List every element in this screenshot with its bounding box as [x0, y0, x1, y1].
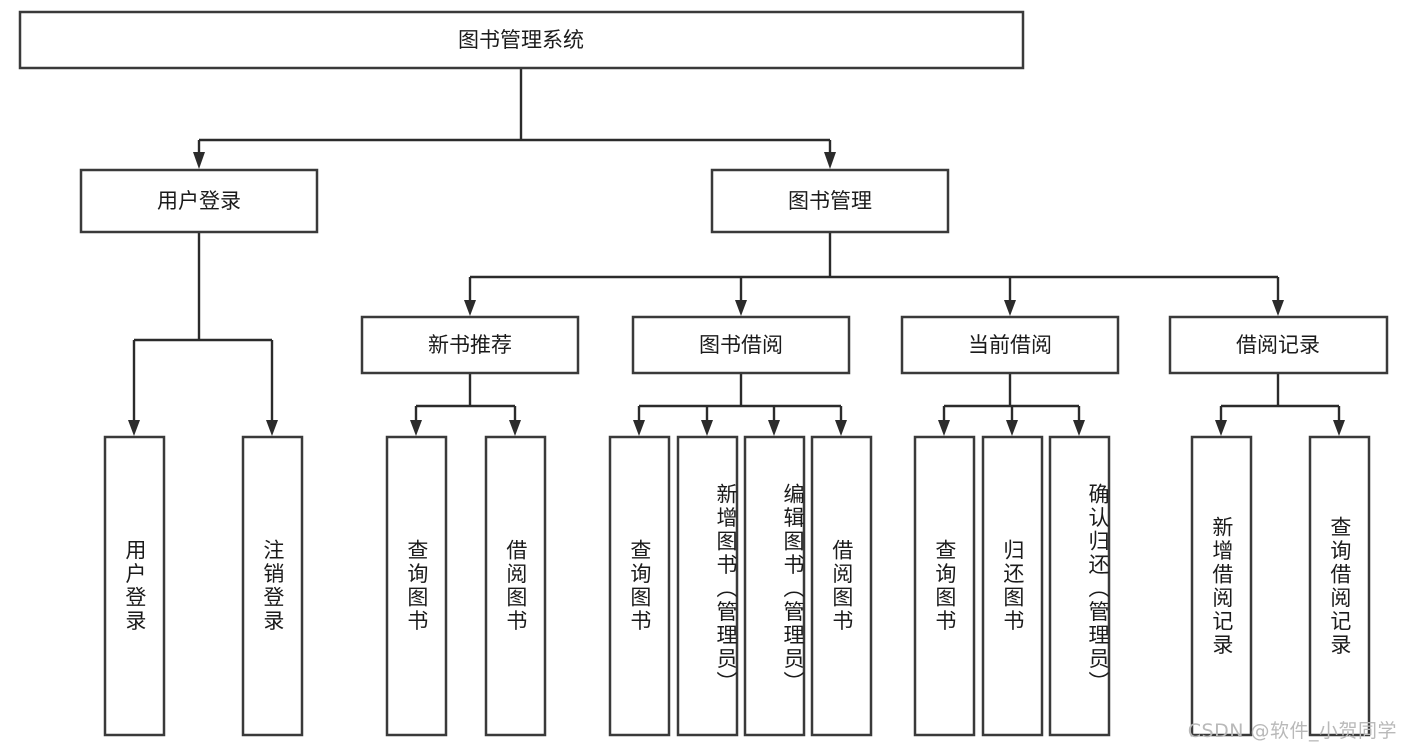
node-layer: 图书管理系统 用户登录 图书管理 新书推荐 图书借阅 当前 [18, 10, 1389, 737]
leaf-box-query-book-current[interactable] [913, 435, 976, 737]
arrow-borrow-l1 [633, 420, 645, 436]
arrow-current-l3 [1073, 420, 1085, 436]
arrow-borrow-l4 [835, 420, 847, 436]
arrow-record-l2 [1333, 420, 1345, 436]
node-book-borrow[interactable]: 图书借阅 [631, 315, 851, 375]
leaf-box-query-borrow-record[interactable] [1308, 435, 1371, 737]
leaf-box-borrow-book[interactable] [810, 435, 873, 737]
arrow-borrow-l2 [701, 420, 713, 436]
arrow-newbook-l1 [410, 420, 422, 436]
node-borrow-record[interactable]: 借阅记录 [1168, 315, 1389, 375]
node-borrow-record-box[interactable] [1168, 315, 1389, 375]
node-book-management[interactable]: 图书管理 [710, 168, 950, 234]
leaf-box-borrow-book-newrec[interactable] [484, 435, 547, 737]
node-book-management-box[interactable] [710, 168, 950, 234]
node-current-borrow-box[interactable] [900, 315, 1120, 375]
arrow-root-to-book [824, 152, 836, 169]
arrow-current-l2 [1006, 420, 1018, 436]
node-book-borrow-box[interactable] [631, 315, 851, 375]
leaf-box-add-borrow-record[interactable] [1190, 435, 1253, 737]
leaf-box-return-book[interactable] [981, 435, 1044, 737]
arrow-book-c1 [464, 300, 476, 316]
leaf-box-confirm-return-admin[interactable] [1048, 435, 1111, 737]
arrow-root-to-user [193, 152, 205, 169]
node-new-book-recommend-box[interactable] [360, 315, 580, 375]
arrow-user-leaf2 [266, 420, 278, 436]
arrow-newbook-l2 [509, 420, 521, 436]
node-user-login-label: 用户登录 [157, 189, 241, 213]
node-book-management-label: 图书管理 [788, 189, 872, 213]
node-borrow-record-label: 借阅记录 [1236, 333, 1320, 357]
leaf-box-edit-book-admin[interactable] [743, 435, 806, 737]
node-current-borrow[interactable]: 当前借阅 [900, 315, 1120, 375]
node-root[interactable]: 图书管理系统 [18, 10, 1025, 70]
node-new-book-recommend[interactable]: 新书推荐 [360, 315, 580, 375]
arrow-book-c2 [735, 300, 747, 316]
csdn-watermark: CSDN @软件_小贺同学 [1187, 720, 1397, 742]
arrow-record-l1 [1215, 420, 1227, 436]
connector-layer [128, 68, 1345, 436]
node-user-login-box[interactable] [79, 168, 319, 234]
leaf-box-user-login[interactable] [103, 435, 166, 737]
arrow-borrow-l3 [768, 420, 780, 436]
leaf-box-query-book-borrow[interactable] [608, 435, 671, 737]
arrow-current-l1 [938, 420, 950, 436]
node-current-borrow-label: 当前借阅 [968, 333, 1052, 357]
node-book-borrow-label: 图书借阅 [699, 333, 783, 357]
node-root-label: 图书管理系统 [458, 28, 584, 52]
node-root-box[interactable] [18, 10, 1025, 70]
node-new-book-recommend-label: 新书推荐 [428, 333, 512, 357]
leaf-box-query-book-newrec[interactable] [385, 435, 448, 737]
arrow-user-leaf1 [128, 420, 140, 436]
arrow-book-c3 [1004, 300, 1016, 316]
node-user-login[interactable]: 用户登录 [79, 168, 319, 234]
arrow-book-c4 [1272, 300, 1284, 316]
leaf-box-add-book-admin[interactable] [676, 435, 739, 737]
leaf-box-user-logout[interactable] [241, 435, 304, 737]
